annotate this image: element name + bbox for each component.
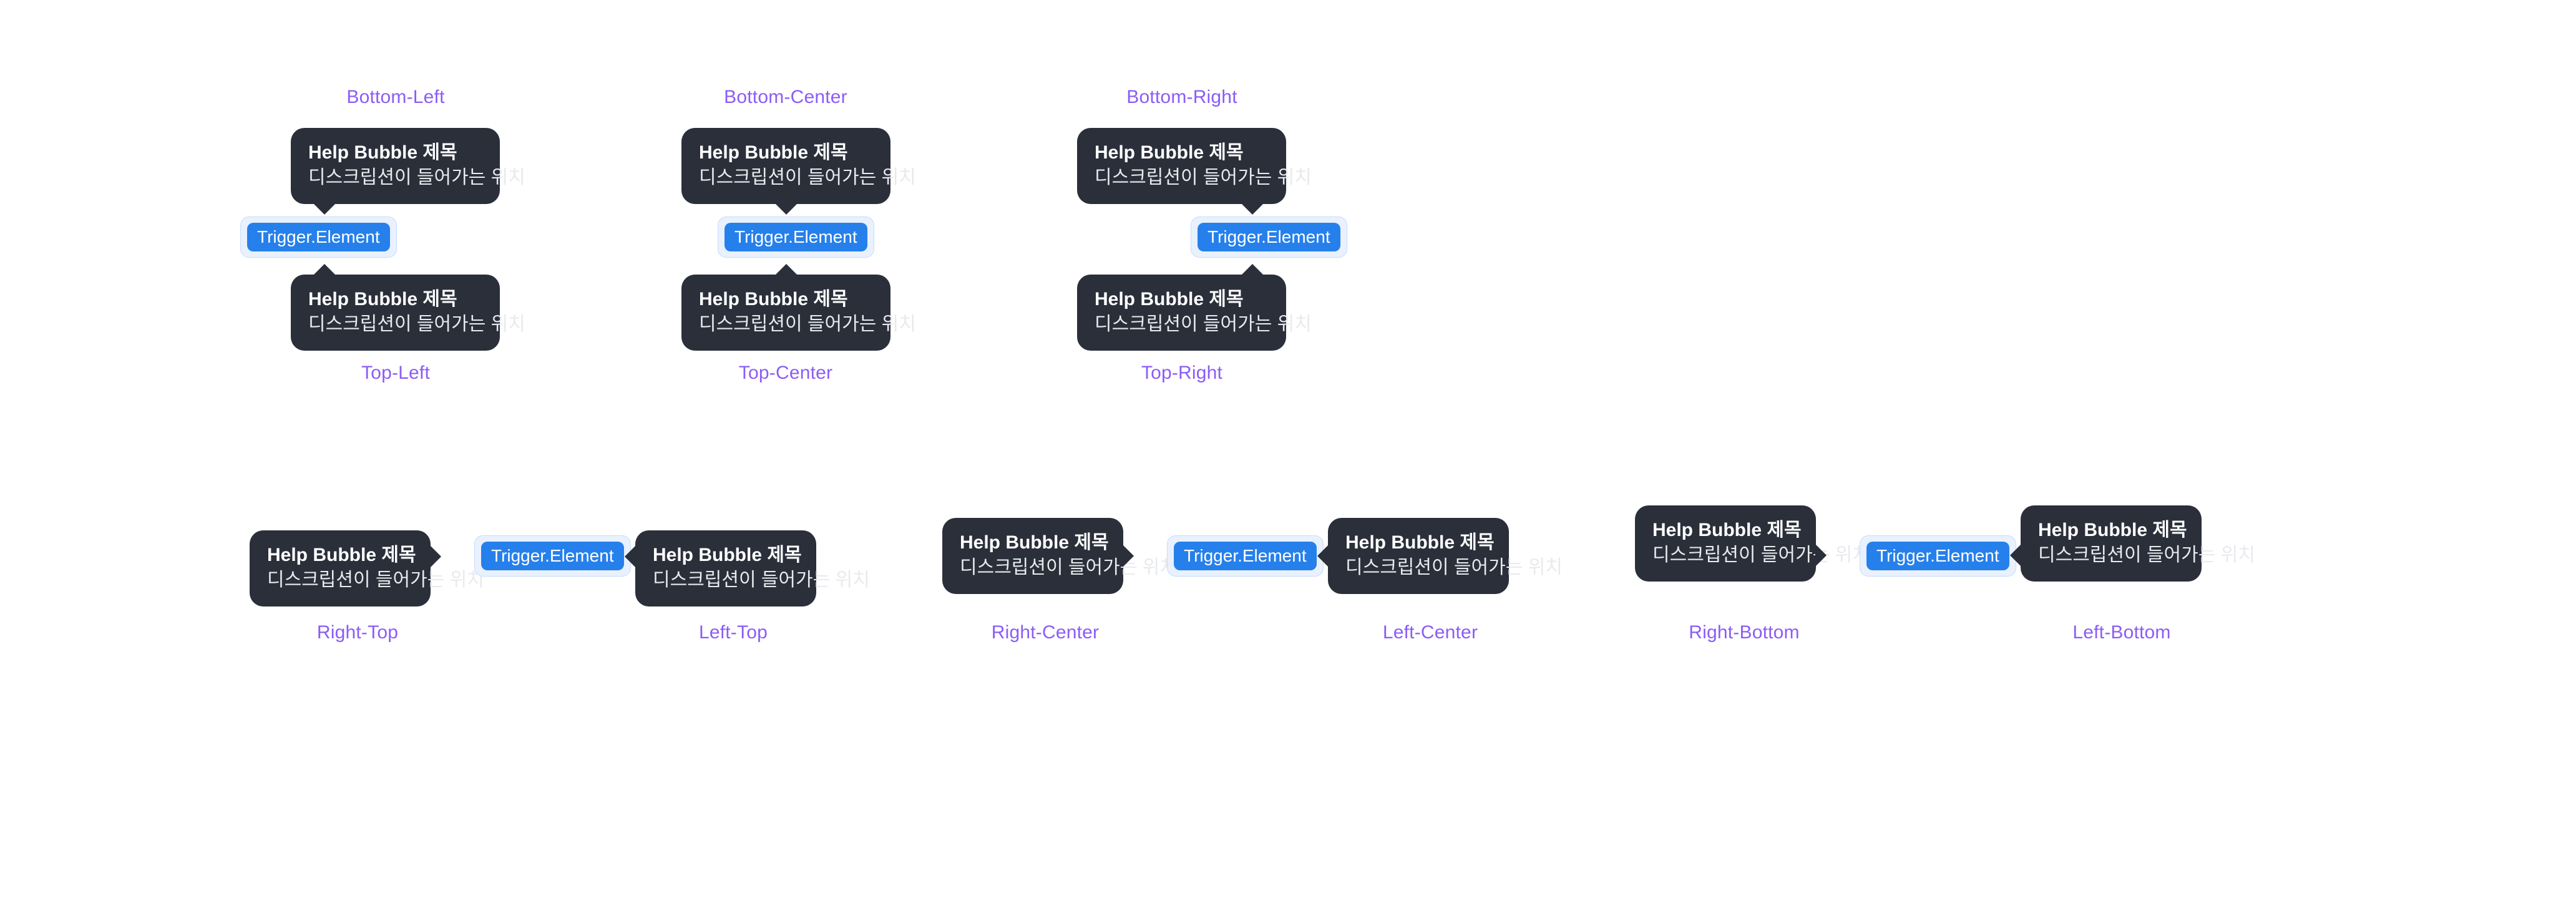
bubble-tail-right-icon — [1815, 544, 1827, 567]
help-bubble-title: Help Bubble 제목 — [653, 545, 802, 565]
bubble-tail-up-icon — [1241, 264, 1264, 275]
help-bubble-right-top: Help Bubble 제목 디스크립션이 들어가는 위치 — [250, 530, 484, 606]
help-bubble-title: Help Bubble 제목 — [2038, 520, 2187, 540]
help-bubble-right-center: Help Bubble 제목 디스크립션이 들어가는 위치 — [942, 518, 1177, 594]
caption-right-center: Right-Center — [991, 622, 1100, 643]
caption-top-left: Top-Left — [361, 363, 430, 383]
caption-top-center: Top-Center — [738, 363, 833, 383]
caption-bottom-left: Bottom-Left — [346, 87, 445, 107]
help-bubble-description: 디스크립션이 들어가는 위치 — [653, 570, 870, 590]
bubble-tail-down-icon — [1241, 203, 1264, 215]
help-bubble-top-left: Help Bubble 제목 디스크립션이 들어가는 위치 — [291, 264, 525, 351]
help-bubble-description: 디스크립션이 들어가는 위치 — [1652, 545, 1870, 565]
help-bubble-description: 디스크립션이 들어가는 위치 — [1095, 314, 1312, 334]
caption-left-center: Left-Center — [1382, 622, 1478, 643]
help-bubble-description: 디스크립션이 들어가는 위치 — [699, 167, 916, 188]
help-bubble-bottom-right: Help Bubble 제목 디스크립션이 들어가는 위치 — [1077, 128, 1312, 215]
caption-left-bottom: Left-Bottom — [2072, 622, 2171, 643]
help-bubble-left-bottom: Help Bubble 제목 디스크립션이 들어가는 위치 — [2010, 505, 2255, 582]
bubble-tail-up-icon — [774, 264, 798, 275]
help-bubble-title: Help Bubble 제목 — [699, 289, 848, 309]
caption-bottom-right: Bottom-Right — [1126, 87, 1237, 107]
help-bubble-description: 디스크립션이 들어가는 위치 — [1345, 557, 1563, 578]
help-bubble-title: Help Bubble 제목 — [267, 545, 416, 565]
trigger-element-horizontal-bottom[interactable]: Trigger.Element — [1860, 535, 2016, 577]
bubble-tail-right-icon — [1123, 545, 1134, 567]
help-bubble-description: 디스크립션이 들어가는 위치 — [2038, 545, 2255, 565]
help-bubble-title: Help Bubble 제목 — [960, 532, 1109, 553]
trigger-element-label: Trigger.Element — [1198, 223, 1340, 251]
bubble-tail-left-icon — [2010, 544, 2021, 567]
caption-top-right: Top-Right — [1141, 363, 1223, 383]
help-bubble-left-top: Help Bubble 제목 디스크립션이 들어가는 위치 — [625, 530, 870, 606]
trigger-element-label: Trigger.Element — [1866, 542, 2009, 570]
trigger-element-horizontal-top[interactable]: Trigger.Element — [474, 535, 631, 577]
help-bubble-description: 디스크립션이 들어가는 위치 — [1095, 167, 1312, 188]
trigger-element-label: Trigger.Element — [481, 542, 624, 570]
help-bubble-title: Help Bubble 제목 — [308, 142, 457, 163]
help-bubble-title: Help Bubble 제목 — [1095, 142, 1244, 163]
help-bubble-bottom-center: Help Bubble 제목 디스크립션이 들어가는 위치 — [681, 128, 916, 215]
help-bubble-title: Help Bubble 제목 — [1095, 289, 1244, 309]
trigger-element-bottom-left[interactable]: Trigger.Element — [240, 217, 397, 258]
bubble-tail-left-icon — [1317, 545, 1329, 567]
trigger-element-label: Trigger.Element — [724, 223, 867, 251]
help-bubble-title: Help Bubble 제목 — [1652, 520, 1802, 540]
help-bubble-bottom-left: Help Bubble 제목 디스크립션이 들어가는 위치 — [291, 128, 525, 215]
help-bubble-description: 디스크립션이 들어가는 위치 — [960, 557, 1177, 578]
bubble-tail-up-icon — [313, 264, 336, 275]
caption-right-bottom: Right-Bottom — [1689, 622, 1800, 643]
help-bubble-description: 디스크립션이 들어가는 위치 — [267, 570, 484, 590]
help-bubble-top-right: Help Bubble 제목 디스크립션이 들어가는 위치 — [1077, 264, 1312, 351]
help-bubble-right-bottom: Help Bubble 제목 디스크립션이 들어가는 위치 — [1635, 505, 1870, 582]
trigger-element-bottom-center[interactable]: Trigger.Element — [718, 217, 874, 258]
help-bubble-left-center: Help Bubble 제목 디스크립션이 들어가는 위치 — [1317, 518, 1563, 594]
help-bubble-title: Help Bubble 제목 — [308, 289, 457, 309]
help-bubble-description: 디스크립션이 들어가는 위치 — [699, 314, 916, 334]
help-bubble-title: Help Bubble 제목 — [1345, 532, 1495, 553]
help-bubble-top-center: Help Bubble 제목 디스크립션이 들어가는 위치 — [681, 264, 916, 351]
trigger-element-bottom-right[interactable]: Trigger.Element — [1191, 217, 1347, 258]
bubble-tail-right-icon — [430, 545, 441, 568]
bubble-tail-down-icon — [313, 203, 336, 215]
caption-left-top: Left-Top — [699, 622, 768, 643]
help-bubble-description: 디스크립션이 들어가는 위치 — [308, 314, 525, 334]
help-bubble-title: Help Bubble 제목 — [699, 142, 848, 163]
bubble-tail-down-icon — [774, 203, 798, 215]
caption-right-top: Right-Top — [316, 622, 399, 643]
trigger-element-label: Trigger.Element — [1174, 542, 1317, 570]
caption-bottom-center: Bottom-Center — [724, 87, 847, 107]
trigger-element-horizontal-center[interactable]: Trigger.Element — [1167, 535, 1324, 577]
help-bubble-description: 디스크립션이 들어가는 위치 — [308, 167, 525, 188]
trigger-element-label: Trigger.Element — [247, 223, 390, 251]
bubble-tail-left-icon — [625, 545, 636, 568]
